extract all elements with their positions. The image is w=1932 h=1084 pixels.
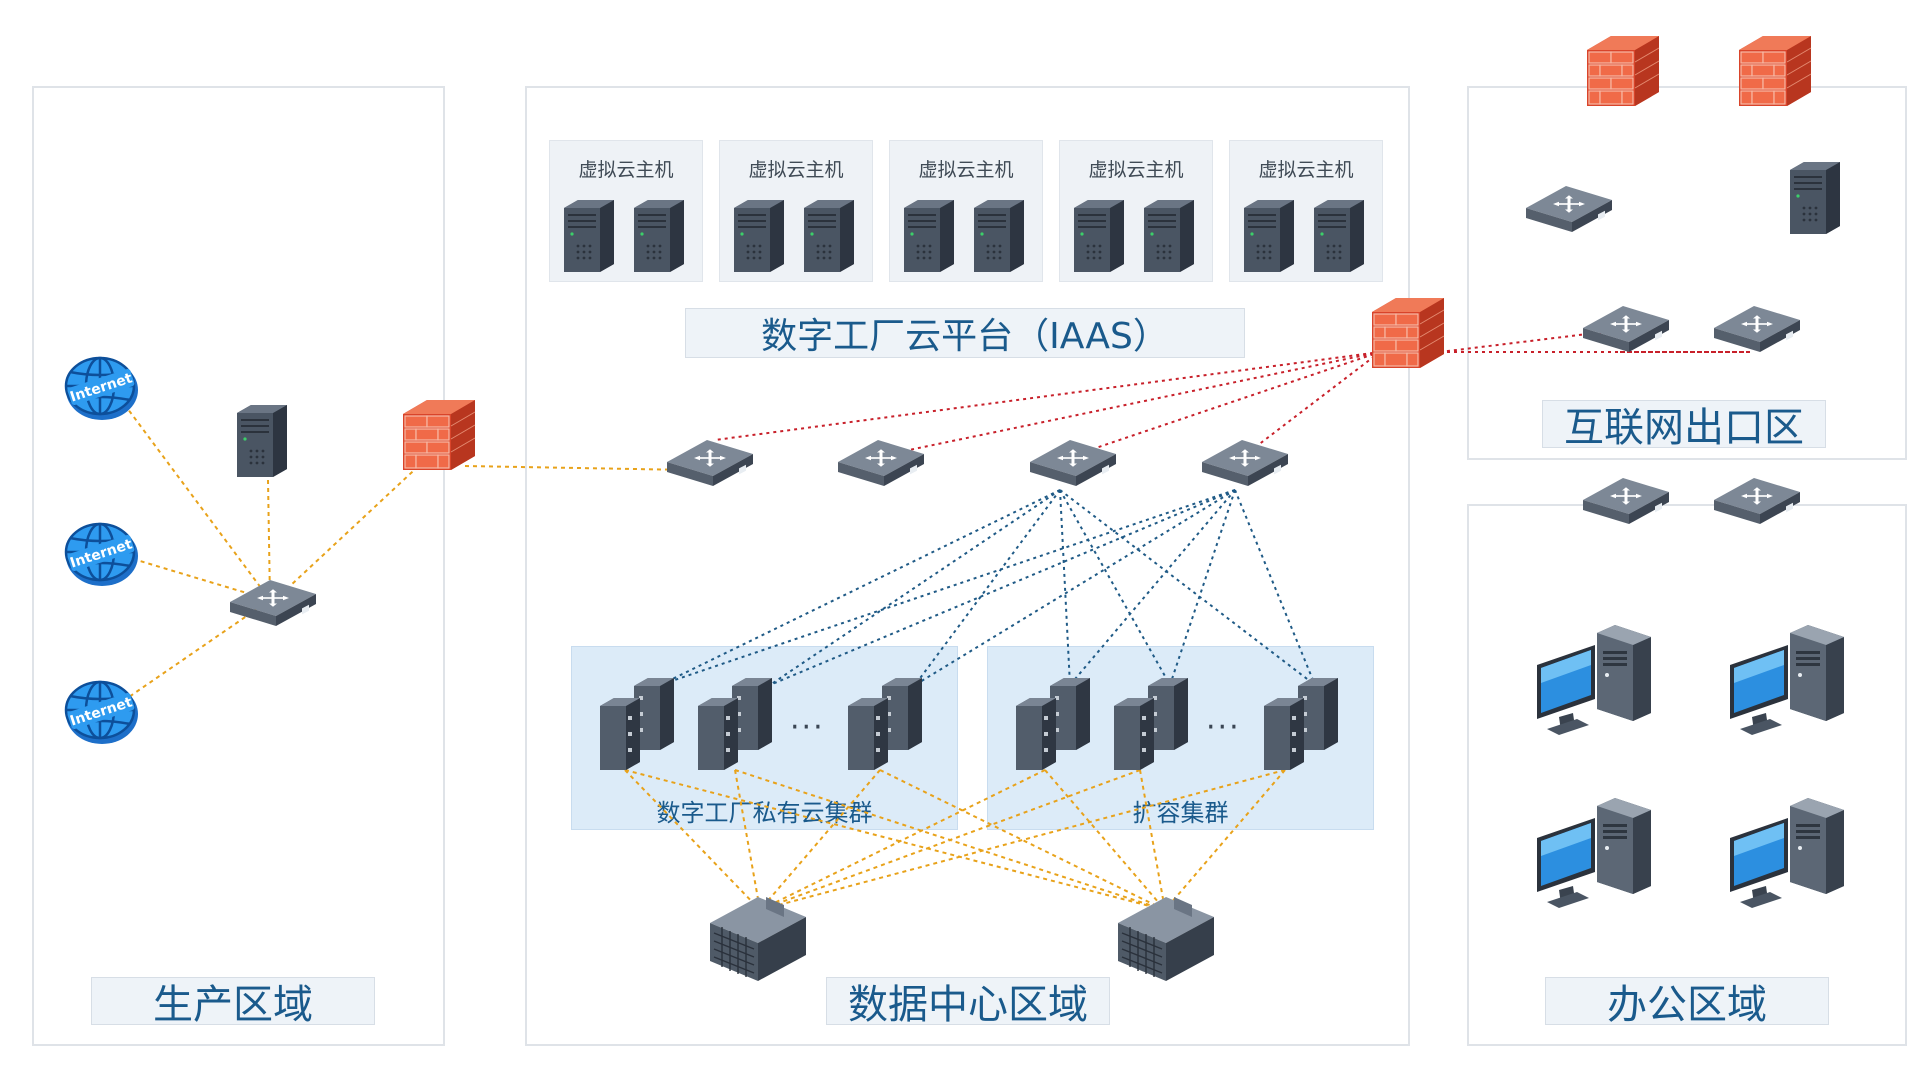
exit-switch-icon xyxy=(1526,186,1612,232)
storage-device-icon xyxy=(1117,896,1215,982)
vm-server-icon xyxy=(1244,200,1294,272)
internet-globe-icon xyxy=(64,356,140,422)
office-desktop-icon xyxy=(1537,798,1651,908)
edge-firewall-icon xyxy=(1371,297,1445,369)
internet-globe-icon xyxy=(64,522,140,588)
vm-server-icon xyxy=(634,200,684,272)
office-switch-icon xyxy=(1583,478,1669,524)
office-switch-icon xyxy=(1714,478,1800,524)
private-cluster-server-icon xyxy=(848,678,922,770)
storage-links xyxy=(624,769,1286,911)
firewall-links xyxy=(714,329,1750,456)
vm-group-title: 虚拟云主机 xyxy=(748,159,844,181)
vm-server-icon xyxy=(734,200,784,272)
internet-exit-zone-label: 互联网出口区 xyxy=(1542,400,1826,451)
office-desktop-icon xyxy=(1537,625,1651,735)
datacenter-zone-label: 数据中心区域 xyxy=(826,977,1110,1028)
office-desktop-icon xyxy=(1730,798,1844,908)
vm-group-title: 虚拟云主机 xyxy=(918,159,1014,181)
production-server-icon xyxy=(237,405,287,477)
production-firewall-icon xyxy=(402,399,476,471)
expansion-cluster-server-icon xyxy=(1264,678,1338,770)
vm-server-icon xyxy=(1074,200,1124,272)
internet-globe-icon xyxy=(64,680,140,746)
core-switch-icon xyxy=(838,440,924,486)
exit-firewall-icon xyxy=(1738,35,1812,107)
core-switch-icon xyxy=(667,440,753,486)
vm-group-title: 虚拟云主机 xyxy=(1258,159,1354,181)
vm-server-icon xyxy=(1314,200,1364,272)
internet-exit-zone xyxy=(1467,86,1907,460)
core-switch-icon xyxy=(1202,440,1288,486)
cloud-platform-label: 数字工厂云平台（IAAS） xyxy=(685,308,1245,358)
expansion-cluster-server-icon xyxy=(1114,678,1188,770)
expansion-cluster-ellipsis: ··· xyxy=(1206,710,1241,745)
vm-group-title: 虚拟云主机 xyxy=(1088,159,1184,181)
office-desktop-icon xyxy=(1730,625,1844,735)
vm-server-icon xyxy=(974,200,1024,272)
production-zone-label: 生产区域 xyxy=(91,977,375,1028)
exit-firewall-icon xyxy=(1586,35,1660,107)
private-cluster-server-icon xyxy=(698,678,772,770)
expansion-cluster-server-icon xyxy=(1016,678,1090,770)
core-switch-icon xyxy=(1030,440,1116,486)
exit-switch-icon xyxy=(1714,306,1800,352)
exit-server-icon xyxy=(1790,162,1840,234)
vm-server-icon xyxy=(564,200,614,272)
office-zone-label: 办公区域 xyxy=(1545,977,1829,1028)
production-links xyxy=(109,384,691,711)
private-cluster-server-icon xyxy=(600,678,674,770)
private-cluster-ellipsis: ··· xyxy=(790,710,825,745)
storage-device-icon xyxy=(709,896,807,982)
vm-server-icon xyxy=(804,200,854,272)
core-links xyxy=(659,489,1316,686)
office-zone xyxy=(1467,504,1907,1046)
exit-switch-icon xyxy=(1583,306,1669,352)
vm-server-icon xyxy=(1144,200,1194,272)
vm-group-title: 虚拟云主机 xyxy=(578,159,674,181)
vm-server-icon xyxy=(904,200,954,272)
